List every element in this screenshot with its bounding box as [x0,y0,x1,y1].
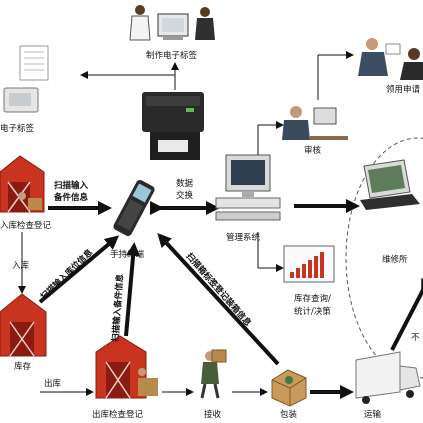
node-tag-label: 电子标签 [0,123,35,134]
node-make-tag-label: 制作电子标签 [146,50,198,61]
node-approve-label: 审核 [304,145,322,156]
edge-outbound-label: 出库 [44,378,62,389]
node-storage-label: 库存 [14,361,32,372]
edge-data-label-1: 数据 [176,178,194,189]
handheld-terminal-icon [113,179,155,237]
node-apply-label: 领用申请 [386,84,421,95]
node-transport-label: 运输 [364,409,382,420]
node-handheld-label: 手持终端 [110,249,145,260]
tag-sheets-icon [19,45,49,81]
edge-data-label-2: 交换 [176,190,194,201]
inbound-barn-icon [0,155,45,213]
query-chart-icon [283,245,335,283]
outbound-barn-icon [95,335,158,399]
edge-cut-label: 不 [411,333,420,343]
node-repair-label: 维修所 [382,254,408,265]
edge-scan-out-label: 扫描输入备件信息 [110,273,126,342]
edge-scan-box-label: 扫描箱标签登记装箱信息 [184,251,254,329]
transport-truck-icon [355,351,421,404]
thick-arrows [38,199,423,399]
node-query-label-2: 统计/决策 [294,306,331,317]
apply-people-icon [358,38,423,80]
thin-connectors [18,51,354,396]
approve-person-icon [282,106,348,140]
make-tag-people-icon [129,5,215,41]
node-mgmt-label: 管理系统 [226,232,261,243]
edge-scan-parts-label-2: 备件信息 [53,192,89,203]
edge-inbound-label: 入库 [12,260,30,271]
tag-card-icon [3,87,39,113]
node-query-label-1: 库存查询/ [294,293,331,304]
storage-barn-icon [0,293,47,357]
package-box-icon [271,369,307,407]
label-printer-icon [142,92,204,160]
repair-laptop-icon [360,159,420,210]
node-outbound-check-label: 出库检查登记 [92,409,144,420]
edge-scan-in-label: 扫描输入库位信息 [38,247,95,302]
node-inbound-check-label: 入库检查登记 [0,220,52,231]
edge-scan-parts-label-1: 扫描输入 [54,180,89,191]
receive-worker-icon [200,349,227,399]
node-package-label: 包装 [280,409,298,420]
node-receive-label: 接收 [204,409,222,420]
mgmt-computer-icon [215,154,281,221]
